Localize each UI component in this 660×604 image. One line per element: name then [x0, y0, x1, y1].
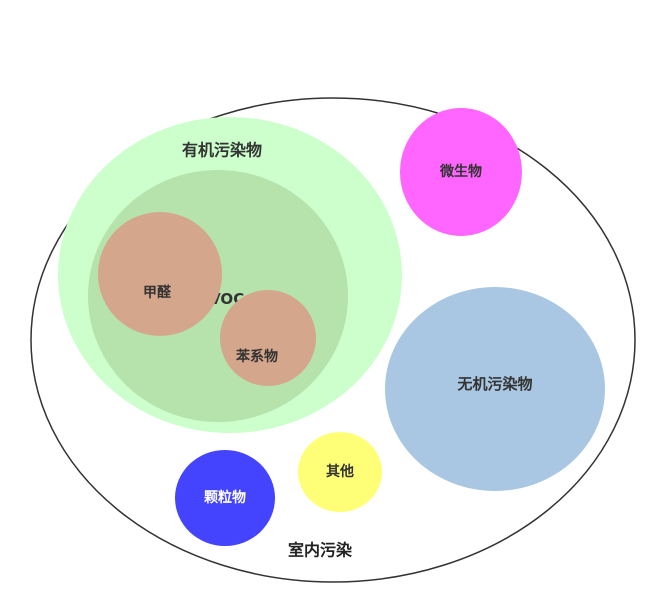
particulates-circle	[175, 450, 275, 546]
indoor-pollution-label: 室内污染	[288, 541, 353, 560]
formaldehyde-label: 甲醛	[143, 284, 172, 301]
inorganic-pollutants-label: 无机污染物	[456, 375, 532, 393]
benzene-circle	[220, 290, 316, 386]
inorganic-pollutants-circle	[385, 287, 605, 491]
particulates-label: 颗粒物	[204, 489, 246, 506]
other-label: 其他	[326, 463, 354, 480]
microbes-circle	[400, 108, 522, 236]
benzene-label: 苯系物	[235, 348, 278, 365]
organic-pollutants-label: 有机污染物	[182, 141, 262, 160]
other-circle	[298, 432, 382, 512]
microbes-label: 微生物	[439, 163, 482, 180]
formaldehyde-circle	[98, 212, 222, 336]
